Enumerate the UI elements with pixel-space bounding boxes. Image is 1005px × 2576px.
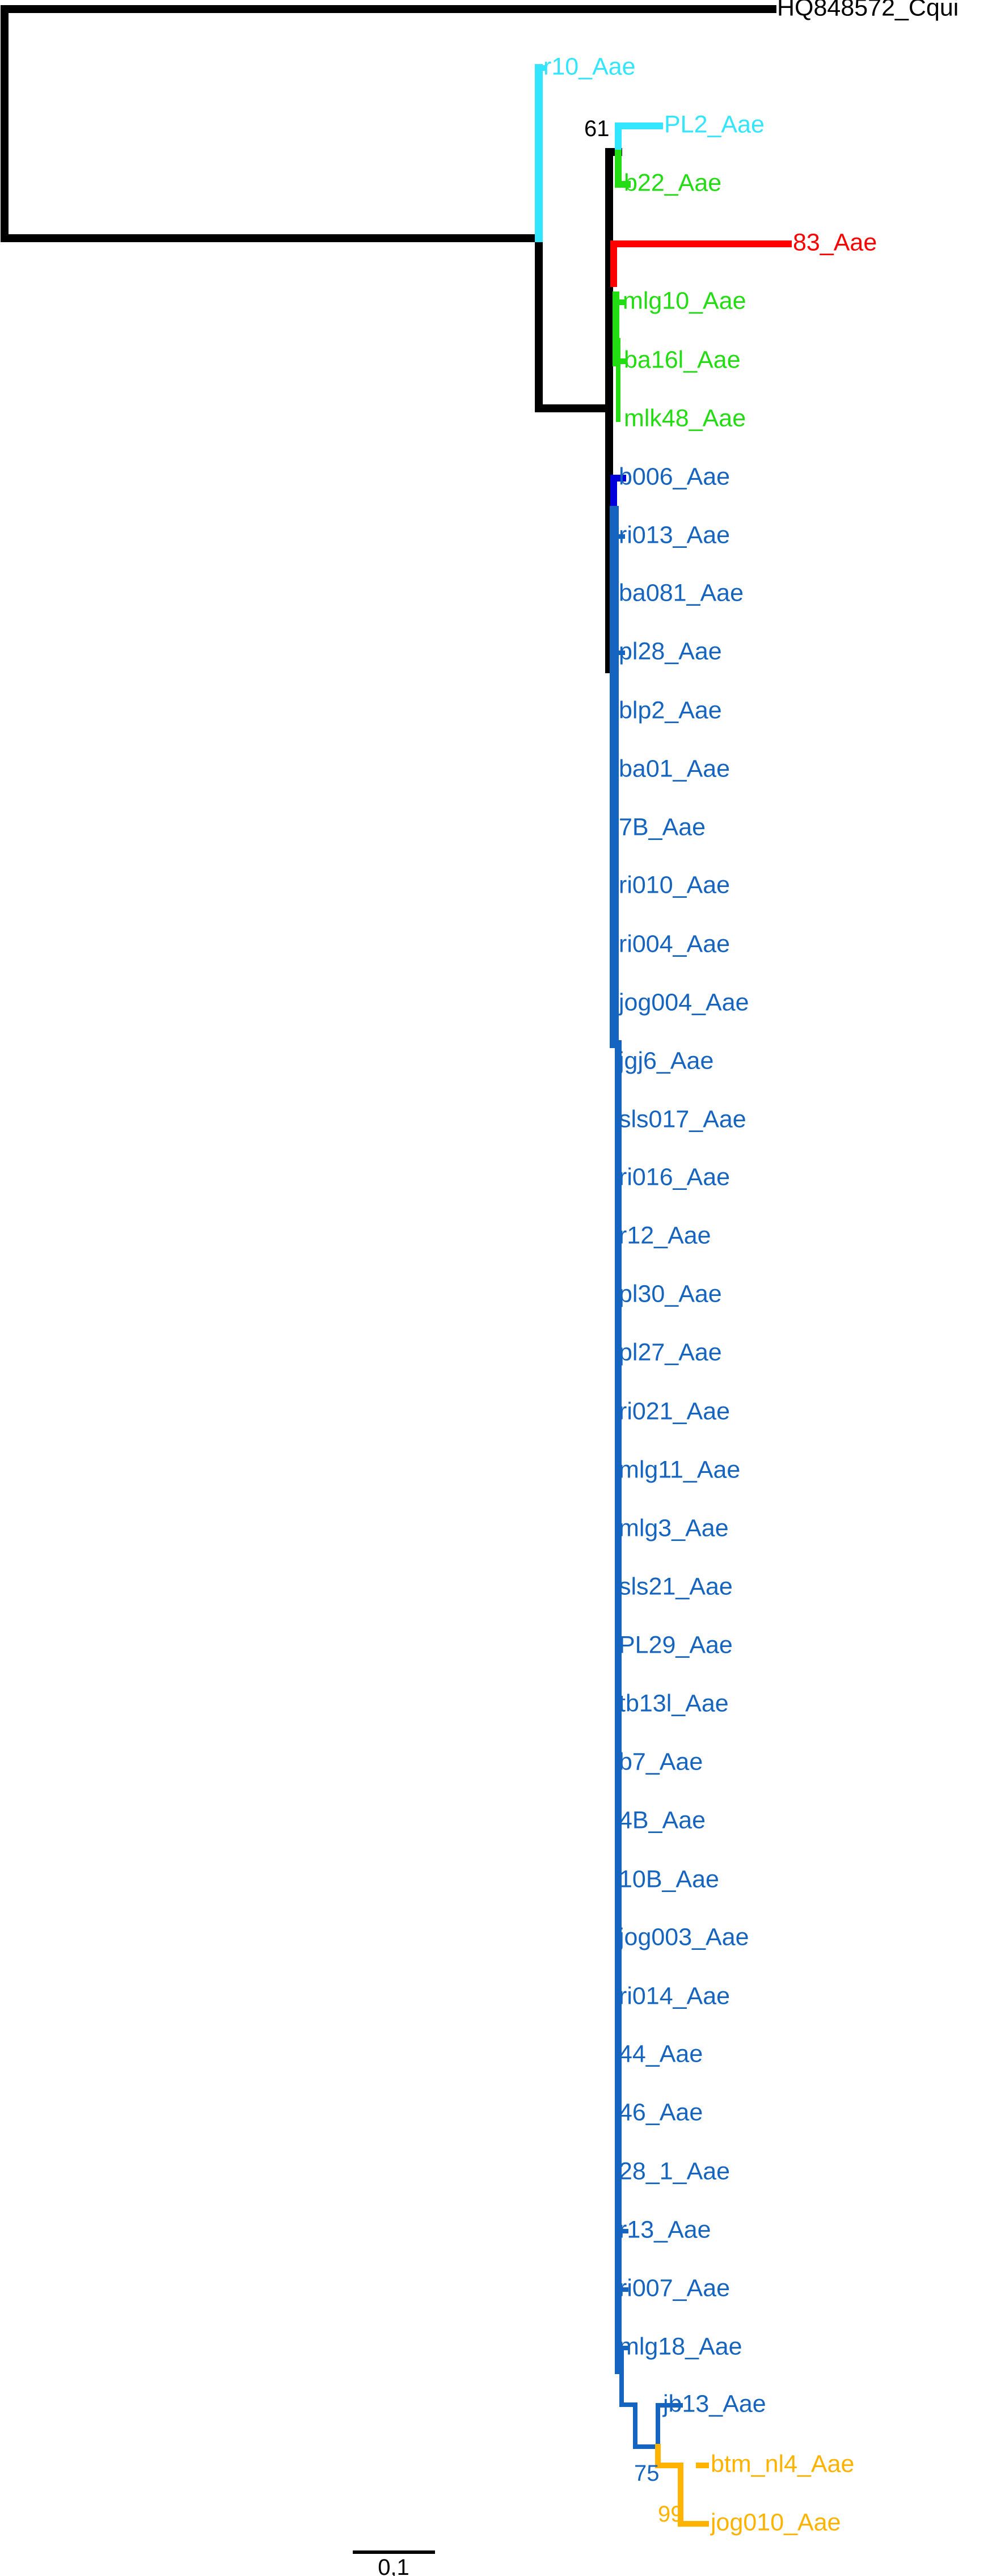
tip-label-hq848572-cqui: HQ848572_Cqui <box>777 0 958 21</box>
tip-label-ba081-aae: ba081_Aae <box>619 579 744 606</box>
branch-ingroup-stem <box>535 234 613 412</box>
support-value-99: 99 <box>658 2502 683 2527</box>
tip-label-pl30-aae: pl30_Aae <box>619 1280 722 1307</box>
tip-label-btm-nl4-aae: btm_nl4_Aae <box>711 2450 854 2477</box>
tip-label-mlk48-aae: mlk48_Aae <box>624 404 746 432</box>
support-value-61: 61 <box>584 116 610 141</box>
tip-label-b006-aae: b006_Aae <box>619 463 730 490</box>
tip-label-sls21-aae: sls21_Aae <box>619 1573 733 1600</box>
branch-pl2 <box>615 123 663 157</box>
tip-label-tb13l-aae: tb13l_Aae <box>619 1690 729 1717</box>
tip-label-ba16l-aae: ba16l_Aae <box>624 346 741 373</box>
branch-root <box>1 5 543 242</box>
branch-b22 <box>615 150 631 188</box>
tip-label-ri010-aae: ri010_Aae <box>619 871 730 898</box>
tip-label-r10-aae: r10_Aae <box>543 53 636 80</box>
tip-label-46-aae: 46_Aae <box>619 2098 703 2126</box>
tip-label-44-aae: 44_Aae <box>619 2040 703 2067</box>
tip-label-ri004-aae: ri004_Aae <box>619 930 730 957</box>
tip-label-ba01-aae: ba01_Aae <box>619 755 730 782</box>
tip-label-mlg18-aae: mlg18_Aae <box>619 2333 742 2360</box>
tip-label-b22-aae: b22_Aae <box>624 169 721 196</box>
tip-label-sls017-aae: sls017_Aae <box>619 1105 746 1133</box>
tip-label-pl27-aae: pl27_Aae <box>619 1338 722 1366</box>
branch-jb13 <box>656 2403 683 2449</box>
tip-label-ri007-aae: ri007_Aae <box>619 2274 730 2301</box>
tip-label-28-1-aae: 28_1_Aae <box>619 2157 730 2185</box>
tip-label-mlg3-aae: mlg3_Aae <box>619 1514 729 1542</box>
tip-label-7b-aae: 7B_Aae <box>619 813 706 841</box>
branch-jog010 <box>678 2463 709 2527</box>
tip-label-mlg10-aae: mlg10_Aae <box>623 287 746 314</box>
branches <box>1 5 792 2527</box>
tip-label-ri016-aae: ri016_Aae <box>619 1163 730 1190</box>
tip-label-jog003-aae: jog003_Aae <box>618 1923 749 1950</box>
tip-label-blp2-aae: blp2_Aae <box>619 696 722 724</box>
tip-label-ri013-aae: ri013_Aae <box>619 521 730 548</box>
tip-label-mlg11-aae: mlg11_Aae <box>619 1456 740 1483</box>
tip-label-jgj6-aae: jgj6_Aae <box>618 1047 713 1074</box>
tip-label-jog010-aae: jog010_Aae <box>710 2509 841 2536</box>
tip-label-10b-aae: 10B_Aae <box>619 1865 719 1893</box>
branch-orange-stem <box>655 2444 683 2468</box>
branch-node-75 <box>619 2402 660 2449</box>
tip-label-jog004-aae: jog004_Aae <box>618 989 749 1016</box>
scale-bar: 0,1 <box>353 2550 435 2576</box>
tip-label-r13-aae: r13_Aae <box>619 2216 711 2243</box>
tip-label-83-aae: 83_Aae <box>793 229 877 256</box>
tip-label-pl2-aae: PL2_Aae <box>664 111 765 138</box>
tip-label-pl29-aae: PL29_Aae <box>619 1631 733 1658</box>
branch-83 <box>610 240 792 287</box>
tip-label-ri021-aae: ri021_Aae <box>619 1397 730 1425</box>
support-value-75: 75 <box>634 2461 660 2486</box>
support-labels: 61 75 99 <box>584 116 683 2527</box>
tip-label-4b-aae: 4B_Aae <box>619 1806 706 1834</box>
branch-b006 <box>610 475 626 508</box>
tip-label-b7-aae: b7_Aae <box>619 1748 703 1775</box>
tip-label-jb13-aae: jb13_Aae <box>662 2390 766 2417</box>
tip-label-pl28-aae: pl28_Aae <box>619 637 722 665</box>
scale-bar-label: 0,1 <box>378 2555 409 2576</box>
tip-label-r12-aae: r12_Aae <box>619 1222 711 1249</box>
tip-label-ri014-aae: ri014_Aae <box>619 1982 730 2009</box>
